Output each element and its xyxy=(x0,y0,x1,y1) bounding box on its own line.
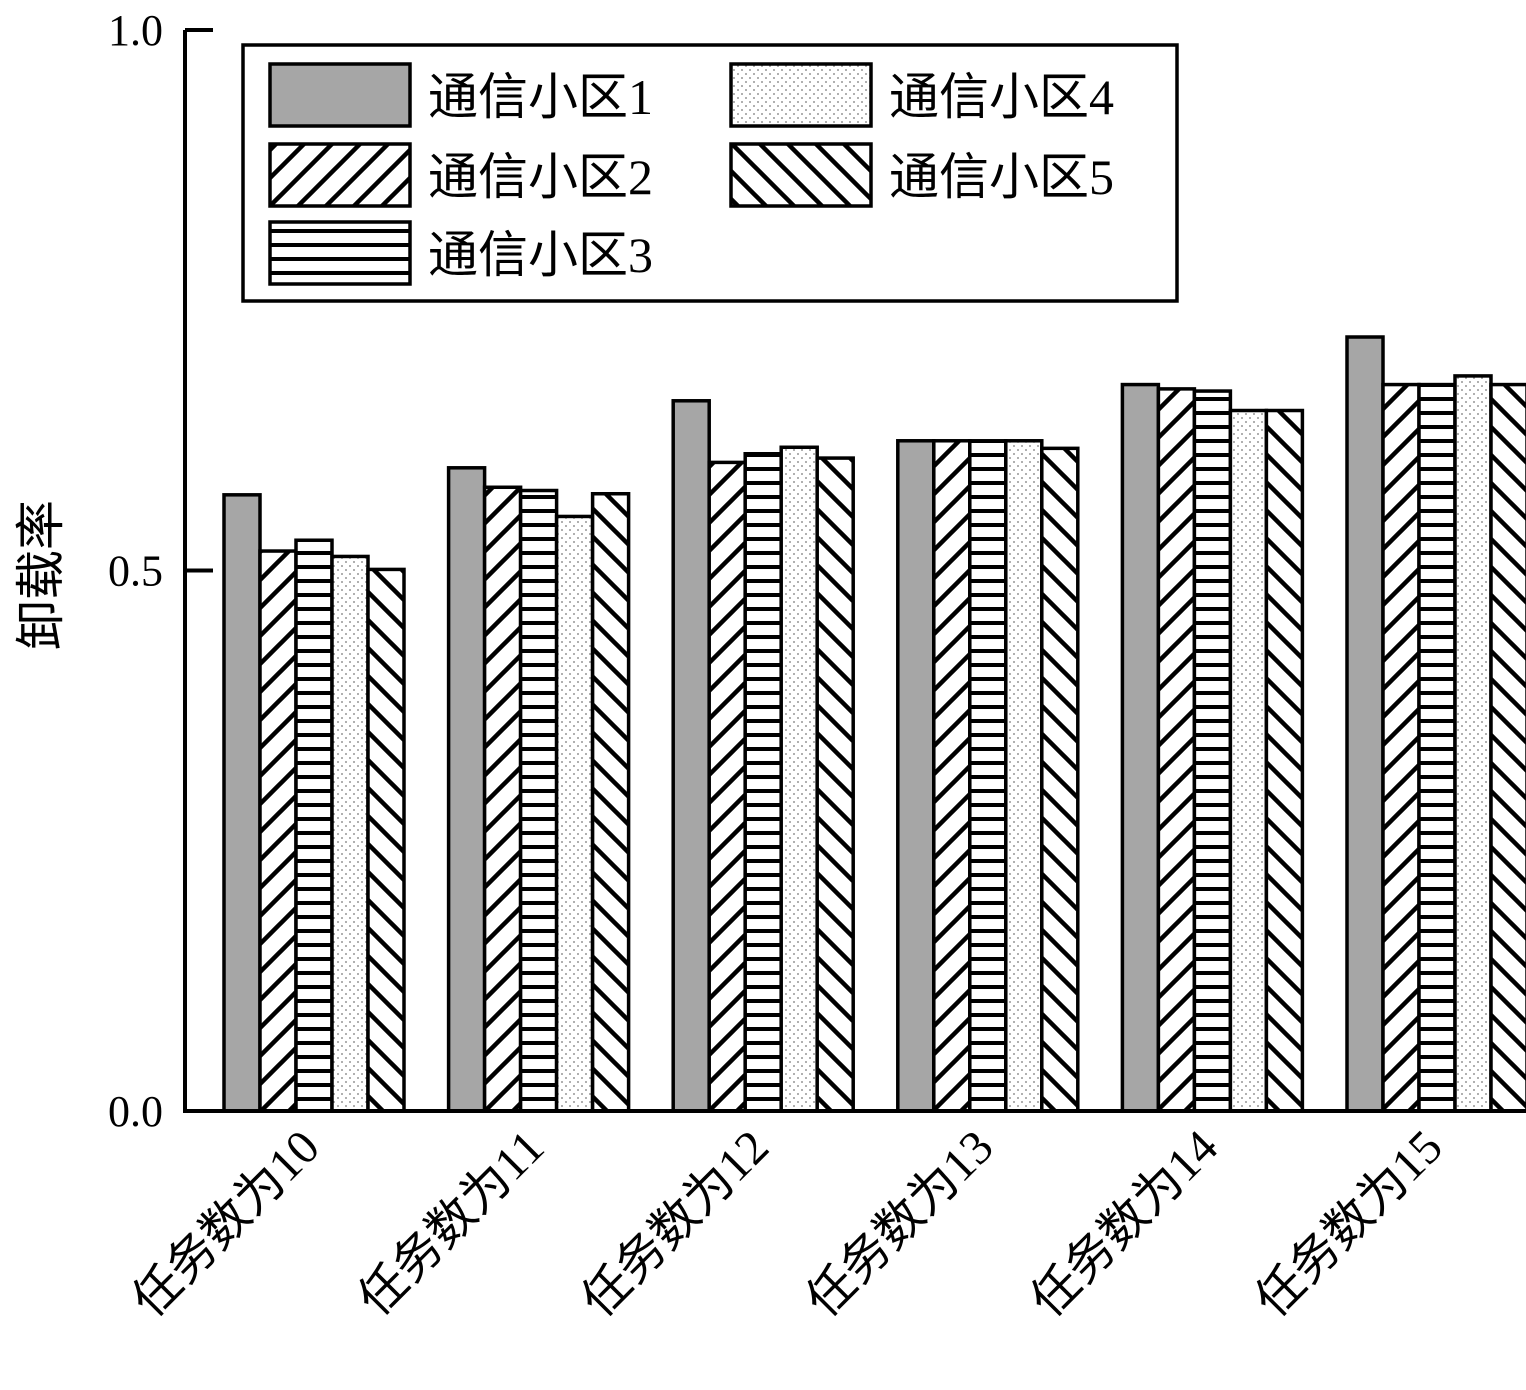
bar-1-1 xyxy=(222,493,262,1113)
bar-1-5 xyxy=(1120,382,1161,1113)
bar-5-3 xyxy=(815,456,855,1113)
bar-3-5 xyxy=(1192,389,1233,1113)
legend-label-5: 通信小区5 xyxy=(889,149,1114,205)
bar-5-4 xyxy=(1040,446,1080,1113)
bar-1-2 xyxy=(446,466,487,1113)
bar-1-3 xyxy=(671,399,711,1113)
bar-2-4 xyxy=(932,439,972,1113)
bar-5-2 xyxy=(590,491,631,1113)
legend-swatch-3 xyxy=(268,220,412,286)
legend-swatch-2 xyxy=(268,142,412,208)
bar-2-5 xyxy=(1156,387,1197,1113)
category-label-3: 任务数为12 xyxy=(572,1120,779,1327)
bar-4-3 xyxy=(779,445,819,1113)
bar-1-6 xyxy=(1345,335,1385,1113)
bar-3-4 xyxy=(968,439,1008,1113)
bar-2-1 xyxy=(258,549,298,1113)
bar-3-6 xyxy=(1417,382,1457,1113)
y-tick-label-1: 0.5 xyxy=(108,547,163,596)
bar-5-6 xyxy=(1489,382,1526,1113)
legend-label-3: 通信小区3 xyxy=(428,227,653,283)
category-label-5: 任务数为14 xyxy=(1021,1120,1228,1327)
bar-2-2 xyxy=(482,485,523,1113)
y-axis-title: 卸载率 xyxy=(13,500,69,650)
bars-layer xyxy=(222,335,1526,1113)
legend-swatch-5 xyxy=(729,142,873,208)
bar-3-1 xyxy=(294,538,334,1113)
category-label-6: 任务数为15 xyxy=(1246,1120,1453,1327)
y-tick-label-0: 0.0 xyxy=(108,1087,163,1136)
bar-1-4 xyxy=(896,439,936,1113)
bar-3-3 xyxy=(743,452,783,1113)
bar-4-6 xyxy=(1453,374,1493,1113)
legend-label-2: 通信小区2 xyxy=(428,149,653,205)
axes-layer: 0.0 0.5 1.0 xyxy=(108,6,1526,1136)
legend-label-4: 通信小区4 xyxy=(889,69,1114,125)
bar-5-1 xyxy=(366,567,406,1113)
bar-2-6 xyxy=(1381,382,1421,1113)
category-label-1: 任务数为10 xyxy=(123,1120,330,1327)
bar-4-2 xyxy=(554,514,595,1113)
legend-swatch-1 xyxy=(268,62,412,128)
category-label-2: 任务数为11 xyxy=(348,1120,554,1326)
legend-label-1: 通信小区1 xyxy=(428,69,653,125)
bar-4-4 xyxy=(1004,439,1044,1113)
legend: 通信小区1 通信小区2 通信小区3 通信小区4 通信小区5 xyxy=(241,43,1179,303)
bar-5-5 xyxy=(1264,408,1305,1113)
bar-3-2 xyxy=(518,488,559,1113)
bar-4-5 xyxy=(1228,408,1269,1113)
bar-2-3 xyxy=(707,460,747,1113)
y-tick-label-2: 1.0 xyxy=(108,6,163,55)
legend-swatch-4 xyxy=(729,62,873,128)
category-label-4: 任务数为13 xyxy=(796,1120,1003,1327)
bar-4-1 xyxy=(330,554,370,1113)
